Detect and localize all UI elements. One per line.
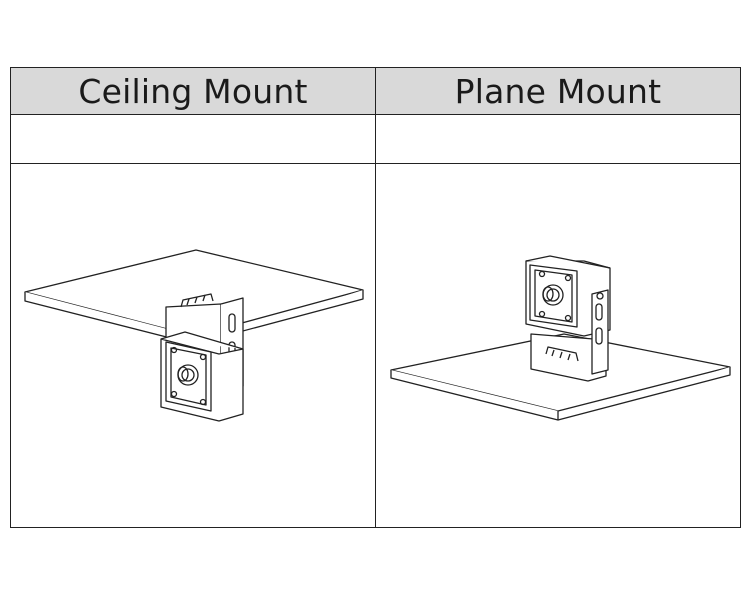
plane-mount-illustration-icon — [390, 255, 731, 421]
empty-cell-plane — [376, 115, 740, 164]
empty-cell-ceiling — [11, 115, 376, 164]
plane-mount-illustration-cell — [376, 164, 740, 527]
mount-type-table: Ceiling Mount Plane Mount — [10, 67, 741, 528]
ceiling-mount-illustration-icon — [24, 249, 364, 422]
ceiling-mount-illustration-cell — [11, 164, 376, 527]
header-ceiling-mount: Ceiling Mount — [11, 68, 376, 115]
header-plane-mount: Plane Mount — [376, 68, 740, 115]
